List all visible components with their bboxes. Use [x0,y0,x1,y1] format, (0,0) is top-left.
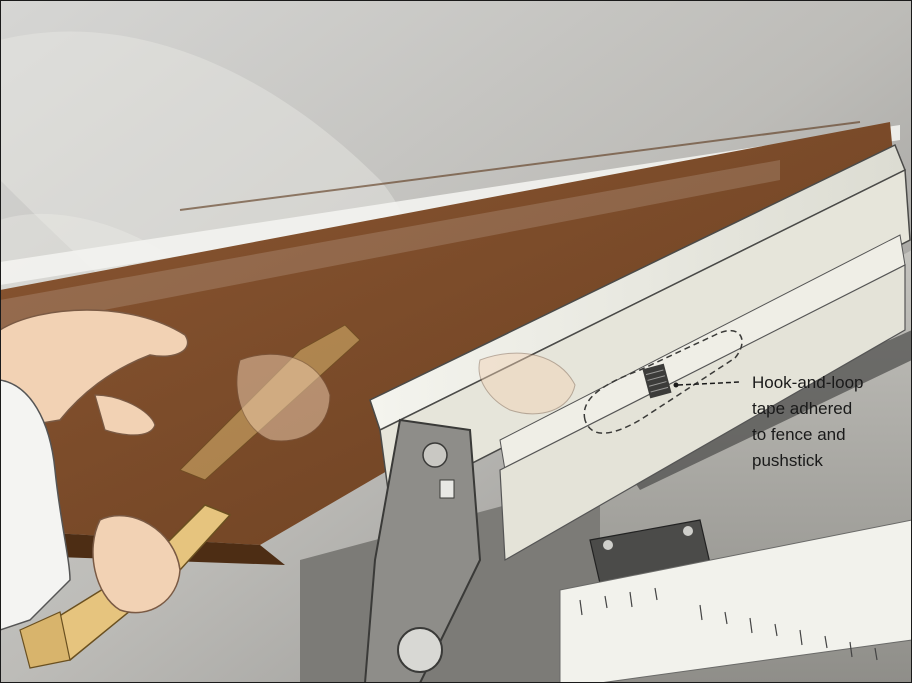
bracket-tab [440,480,454,498]
callout-line-4: pushstick [752,451,823,470]
screw-1 [603,540,613,550]
screw-2 [683,526,693,536]
callout-dot [674,383,679,388]
callout-line-1: Hook-and-loop [752,373,864,392]
bracket-knob [398,628,442,672]
callout-line-2: tape adhered [752,399,852,418]
callout-line-3: to fence and [752,425,846,444]
bracket-pivot [423,443,447,467]
